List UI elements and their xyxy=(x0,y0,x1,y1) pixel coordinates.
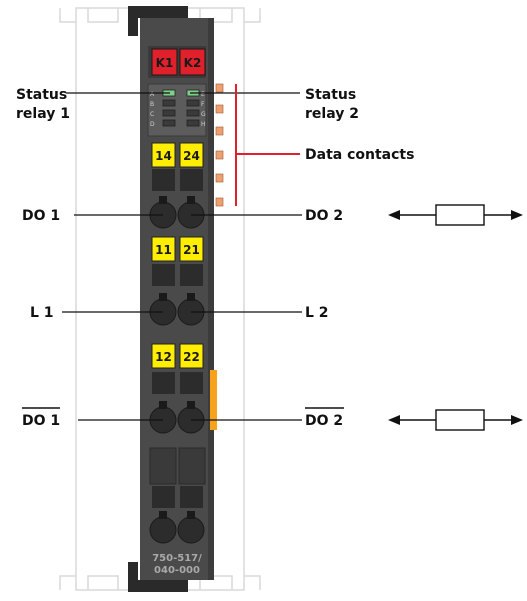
led-c xyxy=(162,109,176,117)
relay-area: K1 K2 xyxy=(148,46,206,78)
label-status-relay-2-line-2: relay 2 xyxy=(305,106,359,122)
leader-lines xyxy=(62,92,302,421)
label-l2: L 2 xyxy=(305,305,329,321)
module-side-strip xyxy=(208,18,214,580)
label-status-relay-1-line-1: Status xyxy=(16,87,67,103)
led-letter-a: A xyxy=(150,91,155,98)
led-h xyxy=(186,119,200,127)
terminal-14-label: 14 xyxy=(155,149,172,163)
led-g xyxy=(186,109,200,117)
relay-k1-label: K1 xyxy=(156,56,174,70)
label-do2-inverted: DO 2 xyxy=(305,413,343,429)
terminal-row-1: 14 24 xyxy=(151,142,204,191)
terminal-11-label: 11 xyxy=(155,243,172,257)
led-letter-f: F xyxy=(201,101,205,108)
label-do1: DO 1 xyxy=(22,208,60,224)
data-contact-pads xyxy=(215,83,224,207)
led-letter-h: H xyxy=(201,121,206,128)
load-symbol-do xyxy=(388,204,523,226)
relay-k2-label: K2 xyxy=(184,56,202,70)
label-do2: DO 2 xyxy=(305,208,343,224)
terminal-21-label: 21 xyxy=(183,243,200,257)
load-symbol-do-inverted xyxy=(388,409,523,431)
label-data-contacts: Data contacts xyxy=(305,147,414,163)
led-block: A B C D E F G H xyxy=(147,83,207,137)
label-status-relay-1-line-2: relay 1 xyxy=(16,106,70,122)
led-letter-g: G xyxy=(201,111,206,118)
orange-marker-strip xyxy=(210,370,217,430)
led-letter-b: B xyxy=(150,101,154,108)
led-d xyxy=(162,119,176,127)
label-l1: L 1 xyxy=(30,305,54,321)
led-letter-d: D xyxy=(150,121,155,128)
label-status-relay-2-line-1: Status xyxy=(305,87,356,103)
led-letter-e: E xyxy=(201,91,205,98)
relay-k2-box xyxy=(179,48,206,76)
terminal-12-label: 12 xyxy=(155,350,172,364)
terminal-24-label: 24 xyxy=(183,149,200,163)
led-f xyxy=(186,99,200,107)
part-number-line-1: 750-517/ xyxy=(152,553,202,564)
led-letter-c: C xyxy=(150,111,154,118)
relay-k1-box xyxy=(151,48,178,76)
terminal-row-3: 12 22 xyxy=(151,343,204,394)
terminal-row-4 xyxy=(149,447,206,544)
label-do1-inverted: DO 1 xyxy=(22,413,60,429)
part-number-line-2: 040-000 xyxy=(154,565,200,576)
data-contacts-bracket xyxy=(235,84,300,206)
terminal-row-2: 11 21 xyxy=(151,236,204,286)
led-b xyxy=(162,99,176,107)
terminal-22-label: 22 xyxy=(183,350,200,364)
